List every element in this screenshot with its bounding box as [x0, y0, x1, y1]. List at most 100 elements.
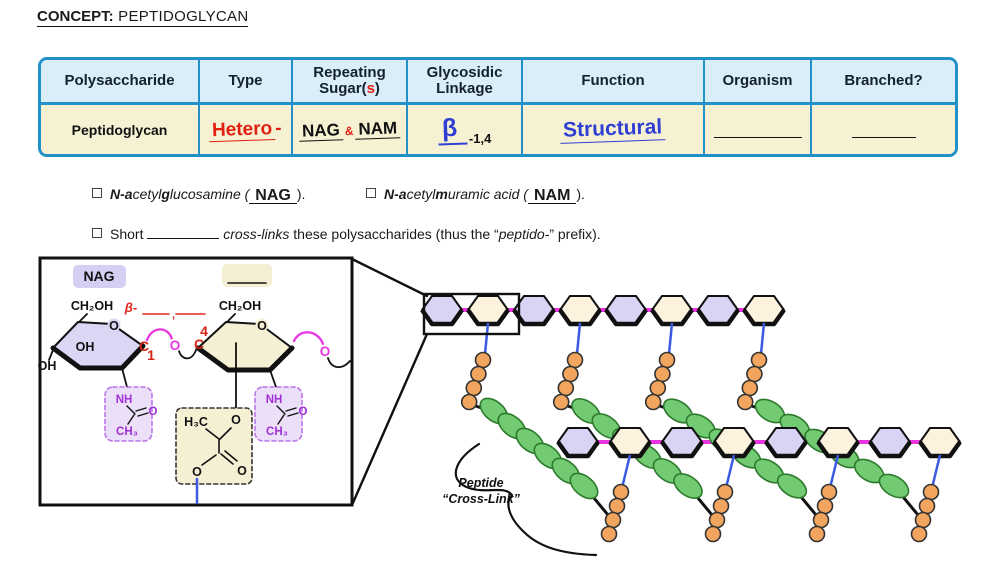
acetyl-group-box-right — [254, 386, 303, 442]
acetyl-oxygen: O — [149, 406, 158, 418]
hexagon-front-edge — [764, 440, 808, 459]
carbon-4: C — [194, 336, 204, 352]
lactyl-oxygen: O — [231, 413, 241, 427]
peptide-crosslink-label: “Cross-Link” — [442, 492, 521, 506]
bullet-crosslinks: Short cross-links these polysaccharides … — [92, 223, 601, 242]
amino-acid-bead — [470, 365, 487, 383]
carbon-1: C — [139, 338, 149, 354]
peptide-stub-line — [828, 454, 840, 489]
cell-function: Structural — [521, 105, 703, 154]
amino-acid-bead — [704, 525, 722, 543]
amino-acid-bead — [608, 497, 626, 515]
zoom-callout-rect — [422, 292, 521, 336]
nag-label-box — [73, 265, 126, 288]
amino-acid-bead — [552, 393, 570, 411]
acetyl-group-box-left — [104, 386, 153, 442]
amino-acid-bead — [566, 351, 584, 369]
header-polysaccharide: Polysaccharide — [41, 60, 198, 105]
carboxyl-oxygen: O — [237, 464, 247, 478]
amino-acid-bead — [820, 483, 838, 501]
hexagon-front-edge — [660, 440, 704, 459]
header-function: Function — [521, 60, 703, 105]
amino-acid-bead — [708, 511, 726, 529]
beta-glycosidic-bond — [145, 328, 174, 342]
crosslink-capsule — [776, 473, 808, 499]
nag-blank-answer: NAG — [249, 188, 297, 204]
nam-blank-answer: NAM — [527, 188, 577, 204]
callout-line-bottom — [350, 332, 429, 507]
ring-oxygen: O — [109, 319, 119, 333]
amino-acid-bead — [604, 511, 622, 529]
page-title: CONCEPT: PEPTIDOGLYCAN — [37, 8, 249, 27]
hexagon-front-edge — [604, 308, 648, 327]
cell-organism-blank — [703, 105, 810, 154]
ch3-label: CH₃ — [116, 426, 138, 438]
ring-oxygen: O — [257, 319, 267, 333]
checkbox-icon — [92, 188, 102, 198]
amino-acid-bead — [557, 379, 575, 397]
peptide-stub-line — [759, 322, 766, 355]
nh-label: NH — [266, 394, 283, 406]
nag-ring-front-edge — [50, 343, 146, 371]
amino-acid-bead — [644, 393, 662, 411]
carbon-1-number: 1 — [147, 347, 155, 363]
amino-acid-bead — [808, 525, 826, 543]
amino-acid-bead — [600, 525, 618, 543]
bullet-nam: N-acetylmuramic acid (NAM). — [366, 186, 585, 204]
cell-glycosidic-linkage: β-1,4 — [406, 105, 521, 154]
peptide-stub-line — [620, 454, 632, 489]
structure-box — [38, 256, 354, 507]
peptide-stub-line — [667, 322, 674, 355]
amino-acid-bead — [465, 379, 483, 397]
nag-nam-chemical-structure: NAG — [38, 256, 429, 507]
checkbox-icon — [92, 228, 102, 238]
amino-acid-bead — [474, 351, 492, 369]
ch3-label: CH₃ — [266, 426, 288, 438]
nam-blank-label-box — [222, 264, 272, 287]
nam-ring-front-edge — [195, 345, 295, 373]
carboxyl-oxygen: O — [192, 465, 202, 479]
amino-acid-bead — [918, 497, 936, 515]
peptidoglycan-mesh — [420, 295, 962, 543]
hexagon-front-edge — [556, 440, 600, 459]
amino-acid-bead — [712, 497, 730, 515]
glycosidic-oxygen: O — [320, 344, 331, 359]
amino-acid-bead — [746, 365, 763, 383]
checkbox-icon — [366, 188, 376, 198]
branched-blank-line — [851, 122, 916, 138]
beta-label: β- — [124, 300, 137, 315]
amino-acid-bead — [612, 483, 630, 501]
cell-branched-blank — [810, 105, 955, 154]
amino-acid-bead — [736, 393, 754, 411]
amino-acid-bead — [654, 365, 671, 383]
header-glycosidic-linkage: Glycosidic Linkage — [406, 60, 521, 105]
concept-table: Polysaccharide Type Repeating Sugar(s) G… — [38, 57, 958, 157]
amino-acid-bead — [816, 497, 834, 515]
peptide-stub-line — [483, 322, 490, 355]
ch2oh-label: CH₂OH — [71, 299, 113, 313]
amino-acid-bead — [658, 351, 676, 369]
nh-label: NH — [116, 394, 133, 406]
oh-label: OH — [76, 340, 95, 354]
hexagon-front-edge — [696, 308, 740, 327]
cell-type: Hetero- — [198, 105, 291, 154]
figure-overlay: Peptide “Cross-Link” — [422, 292, 598, 557]
amino-acid-bead — [914, 511, 932, 529]
h3c-label: H₃C — [184, 415, 208, 429]
peptide-crosslink-label: Peptide — [458, 476, 503, 490]
header-repeating-sugars: Repeating Sugar(s) — [291, 60, 406, 105]
title-value: PEPTIDOGLYCAN — [113, 8, 249, 25]
crosslink-blank-line — [147, 223, 220, 239]
amino-acid-bead — [460, 393, 478, 411]
peptide-stub-line — [724, 454, 736, 489]
header-type: Type — [198, 60, 291, 105]
carbon-4-number: 4 — [200, 323, 208, 339]
lactyl-group-box — [175, 407, 253, 485]
acetyl-oxygen: O — [299, 406, 308, 418]
ch2oh-label: CH₂OH — [219, 299, 261, 313]
svg-text:,: , — [172, 309, 175, 321]
callout-line-top — [350, 257, 429, 298]
amino-acid-bead — [562, 365, 579, 383]
amino-acid-bead — [750, 351, 768, 369]
